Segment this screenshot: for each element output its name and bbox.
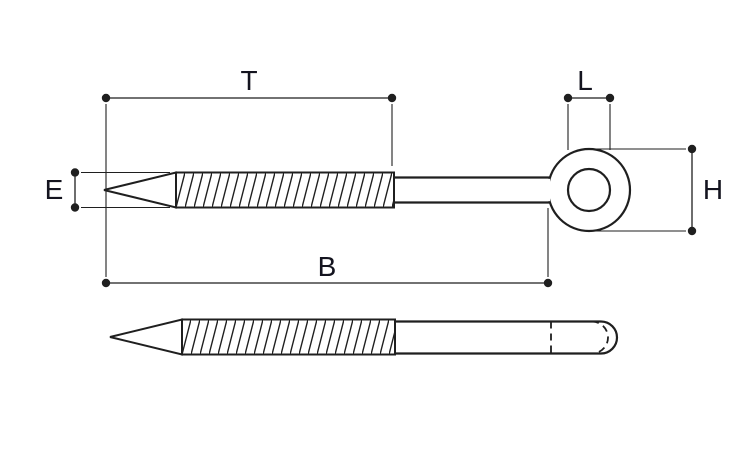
rotated-screw-tip: [109, 318, 183, 356]
dimension-dot: [101, 93, 111, 103]
label-shank-diameter: E: [45, 174, 64, 205]
rotated-thread-section: [181, 318, 396, 356]
dimension-body-length: B: [101, 208, 553, 288]
dimension-eye-outer-height: H: [591, 144, 723, 236]
thread-section: [175, 171, 395, 209]
dimension-dot: [605, 93, 615, 103]
dimension-dot: [687, 226, 697, 236]
eye-inner-circle: [566, 167, 612, 213]
dimension-dot: [543, 278, 553, 288]
rotated-shank-outline: [395, 320, 619, 355]
dimension-shank-diameter: E: [45, 168, 170, 212]
side-view: [103, 147, 632, 233]
shank-ring-joint-mask: [394, 178, 550, 202]
label-eye-width: L: [577, 65, 593, 96]
dimension-dot: [70, 203, 80, 212]
screw-tip: [103, 171, 177, 209]
rotated-view: [109, 318, 619, 356]
label-eye-outer-height: H: [703, 174, 723, 205]
dimension-dot: [101, 278, 111, 288]
hidden-eye-cap-arc: [591, 320, 609, 355]
dimension-dot: [563, 93, 573, 103]
dimension-dot: [70, 168, 80, 177]
label-body-length: B: [318, 251, 337, 282]
label-thread-length: T: [240, 65, 257, 96]
dimension-dot: [387, 93, 397, 103]
dimension-eye-width: L: [563, 65, 615, 150]
dimension-dot: [687, 144, 697, 154]
dimension-thread-length: T: [101, 65, 397, 277]
